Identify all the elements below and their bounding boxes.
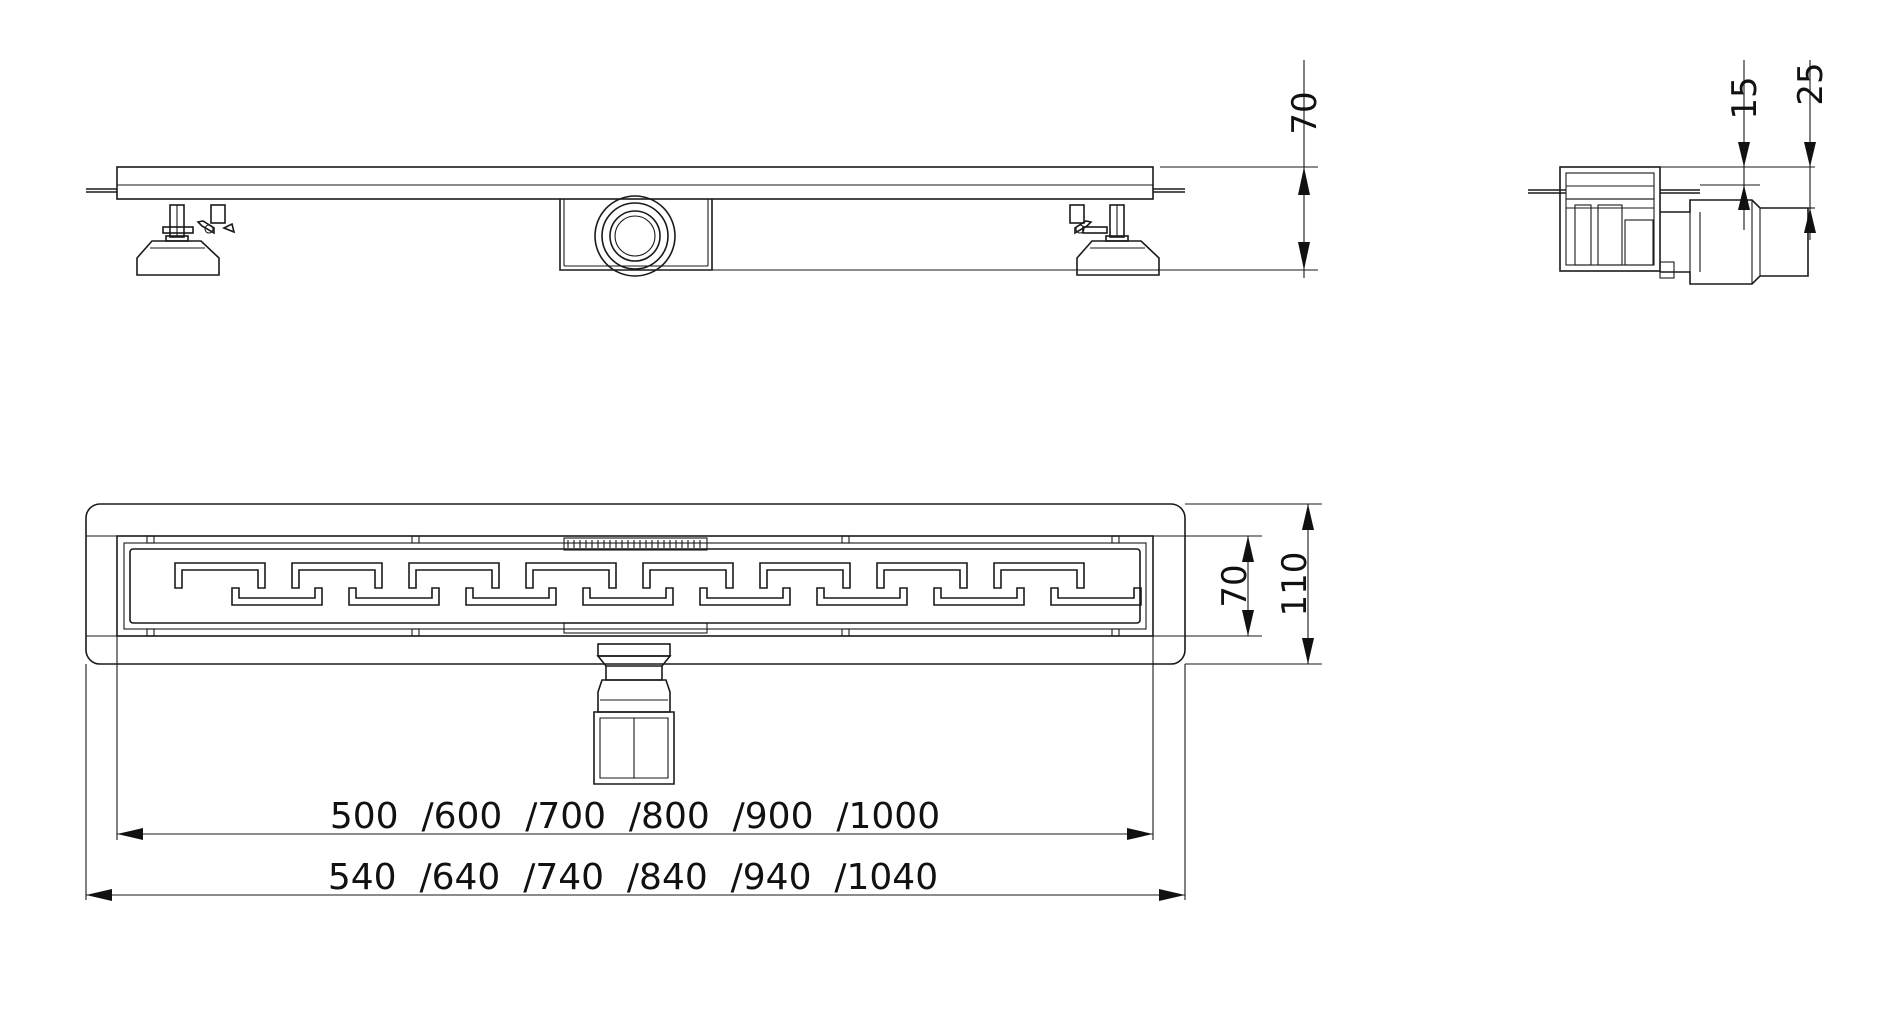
- section-top-label: 15: [1725, 76, 1765, 119]
- plan-view: 70 110 500 /600 /700 /800 /900 /1000 5: [85, 503, 1322, 901]
- section-right-label: 25: [1791, 62, 1831, 105]
- outer-width-dimension: 110: [1185, 503, 1322, 665]
- length-outer-label: 540 /640 /740 /840 /940 /1040: [328, 857, 938, 898]
- wing-nut-icon: [196, 220, 215, 235]
- section-right-dimension: 25: [1791, 60, 1831, 240]
- inner-width-dimension: 70: [1153, 535, 1262, 637]
- drain-channel: [116, 535, 1154, 637]
- length-inner-label: 500 /600 /700 /800 /900 /1000: [330, 796, 940, 837]
- outlet-housing: [559, 199, 713, 271]
- section-view: 15 25: [1528, 60, 1831, 285]
- plan-outlet: [593, 643, 675, 785]
- wing-nut-icon: [1074, 220, 1093, 235]
- section-body: [1559, 166, 1661, 272]
- right-adjustable-foot: [1069, 204, 1160, 276]
- side-view: 70: [86, 60, 1325, 278]
- drain-top-plate: [116, 166, 1154, 200]
- hair-trap: [563, 537, 708, 634]
- greek-key-pattern: [174, 562, 1142, 606]
- left-adjustable-foot: [136, 204, 236, 276]
- decorative-grate: [129, 548, 1141, 624]
- grate-tabs: [146, 535, 1120, 637]
- length-dimensions: 500 /600 /700 /800 /900 /1000 540 /640 /…: [85, 636, 1186, 901]
- section-top-dimension: 15: [1660, 60, 1815, 230]
- outer-width-label: 110: [1275, 552, 1315, 617]
- section-outlet: [1660, 199, 1809, 285]
- height-dimension: 70: [712, 60, 1325, 278]
- height-label: 70: [1285, 91, 1325, 134]
- outlet-pipe: [594, 195, 676, 277]
- inner-width-label: 70: [1215, 564, 1255, 607]
- outer-flange: [85, 503, 1186, 665]
